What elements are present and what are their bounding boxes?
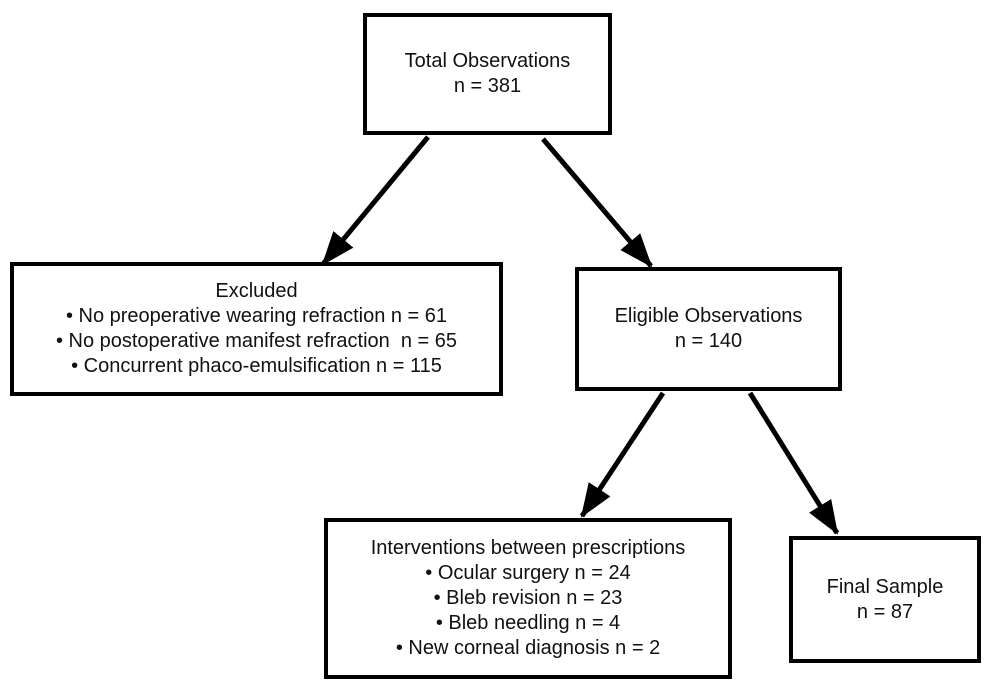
node-count: n = 381 <box>453 75 522 97</box>
node-title: Eligible Observations <box>614 305 803 327</box>
node-bullet-item: • Concurrent phaco-emulsification n = 11… <box>71 355 442 377</box>
node-bullet-item: • No preoperative wearing refraction n =… <box>65 305 448 327</box>
arrow-eligible-to-interventions <box>579 391 666 518</box>
node-title: Excluded <box>215 280 298 302</box>
arrow-total-to-eligible <box>541 137 653 268</box>
node-count: n = 140 <box>674 330 743 352</box>
node-bullet-item: • Bleb revision n = 23 <box>433 587 623 609</box>
node-title: Total Observations <box>404 50 571 72</box>
node-interventions: Interventions between prescriptions • Oc… <box>324 518 732 679</box>
arrow-eligible-to-final <box>747 391 840 535</box>
node-total-observations: Total Observations n = 381 <box>363 13 612 135</box>
node-eligible-observations: Eligible Observations n = 140 <box>575 267 842 391</box>
node-final-sample: Final Sample n = 87 <box>789 536 981 663</box>
arrow-total-to-excluded <box>321 135 430 266</box>
node-excluded: Excluded • No preoperative wearing refra… <box>10 262 503 396</box>
node-bullet-item: • Bleb needling n = 4 <box>435 612 621 634</box>
node-bullet-item: • New corneal diagnosis n = 2 <box>395 637 661 659</box>
node-count: n = 87 <box>856 600 914 623</box>
node-bullet-item: • No postoperative manifest refraction n… <box>55 330 458 352</box>
node-title: Interventions between prescriptions <box>370 537 686 559</box>
node-bullet-item: • Ocular surgery n = 24 <box>425 562 631 584</box>
node-title: Final Sample <box>826 575 944 598</box>
